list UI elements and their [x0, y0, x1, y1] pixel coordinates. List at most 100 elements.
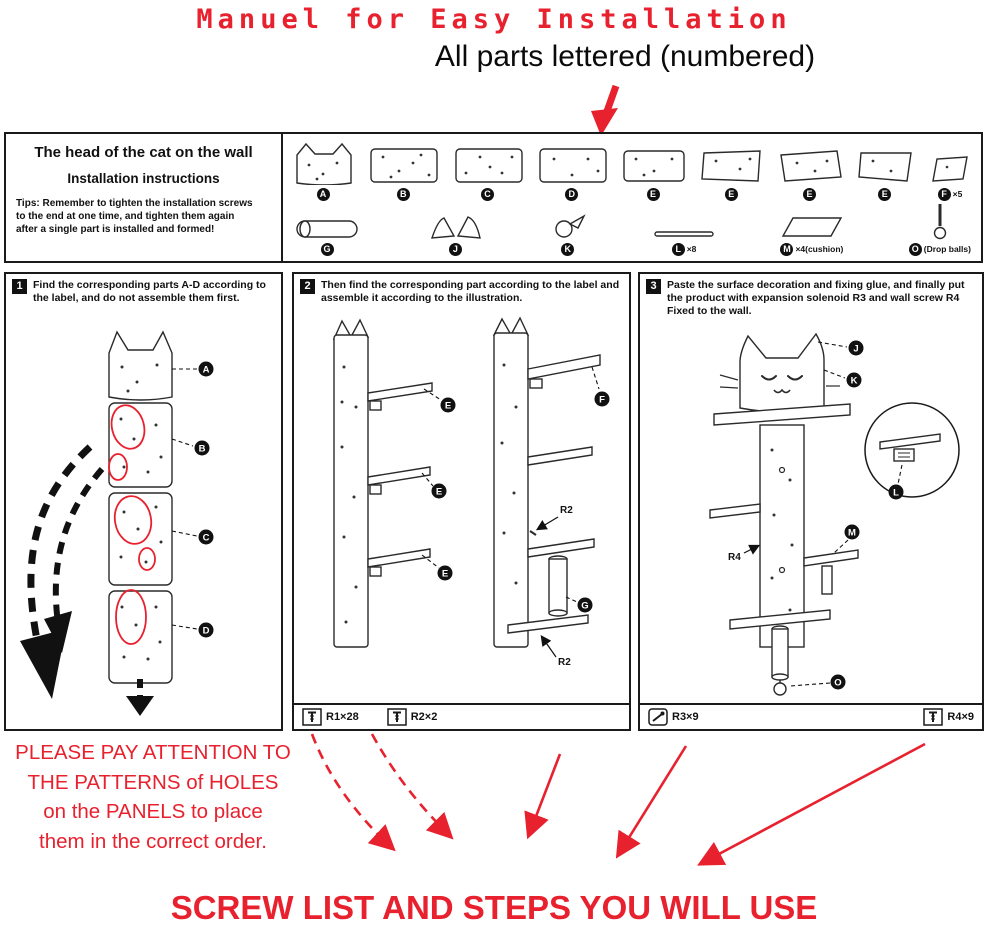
label-g: G [581, 601, 588, 612]
part-b: B [369, 145, 439, 201]
shelf-detail-callout: L [864, 402, 960, 500]
screw-icon [923, 708, 944, 726]
part-letter-badge: C [481, 187, 494, 201]
label-l: L [893, 488, 899, 499]
page-title: Manuel for Easy Installation [196, 4, 792, 35]
step-3-diagram: J K R4 M [709, 333, 960, 697]
parts-lettered-subtitle: All parts lettered (numbered) [434, 40, 816, 73]
shelf-panel-icon [623, 150, 685, 182]
step-1-badge: 1 [12, 279, 27, 294]
step-3-text: Paste the surface decoration and fixing … [667, 279, 965, 318]
label-e3: E [442, 569, 448, 580]
step-2-header: 2 Then find the corresponding part accor… [294, 274, 629, 307]
panel-icon [454, 148, 523, 183]
part-letter-badge: M [780, 242, 794, 256]
assembled-tower-body: R4 M O [709, 403, 860, 697]
label-r4: R4 [728, 552, 741, 563]
screw-icon [386, 708, 407, 726]
cylinder-post-icon [296, 220, 358, 238]
cat-ears-icon [431, 216, 482, 239]
cat-head-panel-icon [296, 142, 352, 185]
part-letter-badge: B [396, 187, 410, 201]
part-g: G [293, 218, 363, 256]
instructions-heading: Installation instructions [67, 171, 220, 186]
tips-line-2: to the end at one time, and tighten them… [16, 211, 235, 222]
part-d: D [538, 145, 608, 201]
step-1-text: Find the corresponding parts A-D accordi… [33, 279, 266, 305]
label-b: B [199, 444, 206, 455]
label-d: D [203, 626, 210, 637]
part-e3: E [779, 147, 843, 201]
hole-pattern-highlights [108, 404, 156, 646]
part-c: C [454, 145, 524, 201]
label-r2a: R2 [560, 505, 573, 516]
screw-r2-label: R2×2 [410, 711, 438, 723]
part-e2: E [700, 147, 764, 201]
panel-icon [539, 148, 607, 183]
anchor-bolt-icon [648, 708, 668, 726]
bracket-panel-icon [932, 156, 968, 182]
drop-ball-icon [933, 204, 947, 240]
step-2-panel: 2 Then find the corresponding part accor… [292, 272, 631, 731]
step-1-panel: 1 Find the corresponding parts A-D accor… [4, 272, 283, 731]
part-letter-badge: E [803, 187, 816, 201]
shelf-panel-icon [701, 150, 762, 182]
step-1-diagram: A B C D [20, 330, 214, 717]
parts-list: A B [283, 134, 981, 261]
part-letter-badge: E [646, 187, 660, 201]
tips-line-3: after a single part is installed and for… [16, 224, 215, 235]
part-a: A [293, 141, 355, 201]
cushion-icon [781, 217, 843, 237]
part-e4: E [857, 147, 915, 201]
step-3-panel: 3 Paste the surface decoration and fixin… [638, 272, 984, 731]
step-2-diagram: E E E F R2 [332, 316, 610, 668]
attention-line-1: PLEASE PAY ATTENTION TO [15, 741, 291, 764]
screw-list-title: SCREW LIST AND STEPS YOU WILL USE [170, 889, 818, 926]
shelf-panel-icon [779, 150, 842, 182]
label-e1: E [445, 401, 451, 412]
part-callouts: A B C D [171, 361, 214, 638]
header-box: The head of the cat on the wall Installa… [4, 132, 983, 263]
step-3-header: 3 Paste the surface decoration and fixin… [640, 274, 982, 320]
label-e2: E [436, 487, 442, 498]
part-letter-badge: K [561, 242, 575, 256]
part-letter-badge: F [937, 187, 951, 201]
part-letter-badge: D [565, 187, 579, 201]
parts-row-2: G J K [293, 202, 971, 256]
panel-icon [370, 148, 438, 183]
step-3-badge: 3 [646, 279, 661, 294]
screw-icon [302, 708, 322, 726]
order-arrows [20, 444, 154, 717]
rod-icon [654, 231, 714, 237]
screw-r3-entry: R3×9 [648, 708, 699, 726]
product-title: The head of the cat on the wall [34, 144, 253, 161]
screw-r3-label: R3×9 [672, 711, 699, 723]
label-m: M [848, 528, 856, 539]
part-f: F×5 [929, 153, 971, 201]
part-letter-badge: L [671, 242, 685, 256]
screw-r4-label: R4×9 [947, 711, 974, 723]
label-o: O [834, 678, 841, 689]
tips-text: Tips: Remember to tighten the installati… [16, 197, 271, 236]
cat-tower-parts [108, 330, 173, 684]
step-1-header: 1 Find the corresponding parts A-D accor… [6, 274, 281, 307]
attention-line-4: them in the correct order. [39, 830, 267, 854]
part-letter-badge: O [908, 242, 922, 256]
screw-r1-label: R1×28 [326, 711, 359, 723]
parts-row-1: A B [293, 141, 971, 201]
shelf-panel-icon [857, 152, 912, 182]
part-letter-badge: J [448, 242, 462, 256]
assembled-cat-head: J K [719, 333, 864, 414]
part-k: K [550, 212, 588, 256]
part-letter-badge: E [724, 187, 738, 201]
tips-line-1: Tips: Remember to tighten the installati… [16, 198, 253, 209]
label-r2b: R2 [558, 657, 571, 668]
screw-r1-entry: R1×28 [302, 708, 359, 726]
label-c: C [203, 533, 210, 544]
attention-line-3: on the PANELS to place [43, 800, 263, 824]
label-k: K [851, 376, 858, 387]
part-letter-badge: E [878, 187, 892, 201]
part-letter-badge: A [316, 187, 330, 201]
step-2-screw-list: R1×28 R2×2 [294, 703, 629, 729]
